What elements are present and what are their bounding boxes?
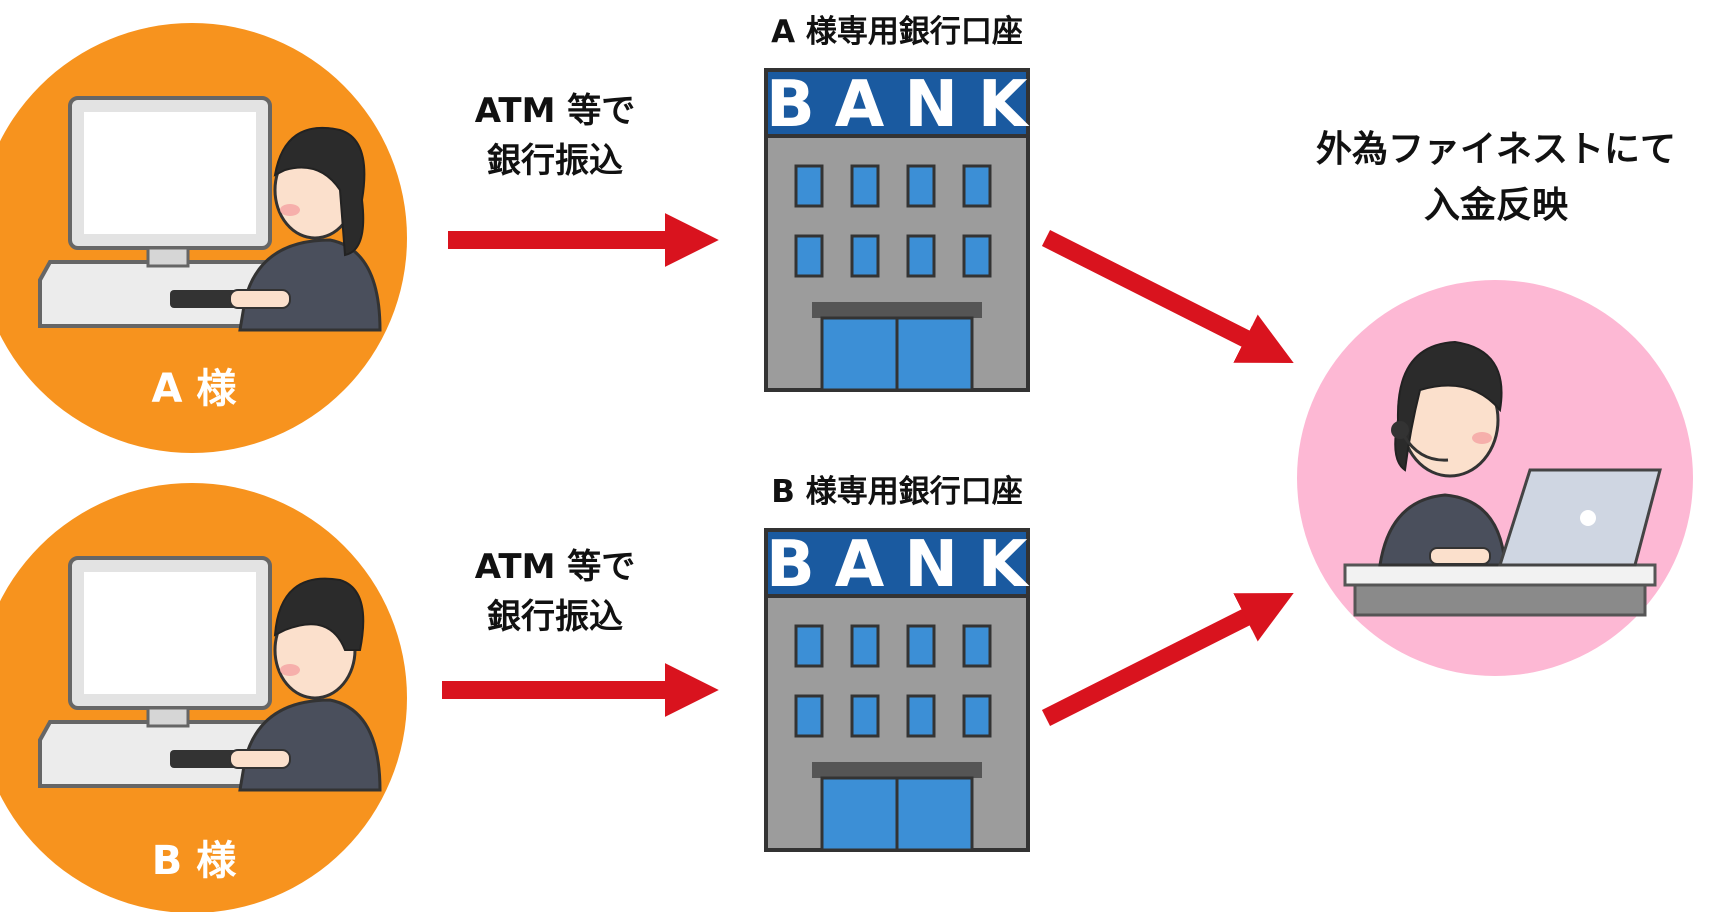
transfer-label-b: ATM 等で 銀行振込 [445, 542, 665, 642]
transfer-label-a-line2: 銀行振込 [487, 141, 623, 181]
account-b-title: B 様専用銀行口座 [771, 474, 1023, 510]
transfer-label-b-line2: 銀行振込 [487, 597, 623, 637]
operator-illustration [1297, 280, 1693, 676]
destination-label: 外為ファイネストにて 入金反映 [1270, 122, 1722, 234]
transfer-label-a: ATM 等で 銀行振込 [445, 86, 665, 186]
transfer-label-b-line1: ATM 等で [474, 547, 636, 587]
transfer-label-a-line1: ATM 等で [474, 91, 636, 131]
bank-b-icon [764, 528, 1030, 852]
bank-a-icon [764, 68, 1030, 392]
customer-b-illustration [0, 483, 407, 913]
flow-arrows [442, 213, 1294, 727]
customer-b-label: B 様 [151, 838, 237, 884]
bank-a-sign: BANK [766, 68, 1048, 142]
bank-b-sign: BANK [766, 528, 1048, 602]
customer-a-illustration [0, 23, 407, 453]
destination-label-line1: 外為ファイネストにて [1315, 129, 1676, 170]
account-a-title: A 様専用銀行口座 [771, 14, 1023, 50]
destination-label-line2: 入金反映 [1423, 185, 1568, 226]
arrow-icon [1041, 593, 1294, 727]
arrow-icon [1041, 229, 1294, 363]
customer-a-label: A 様 [151, 366, 237, 412]
